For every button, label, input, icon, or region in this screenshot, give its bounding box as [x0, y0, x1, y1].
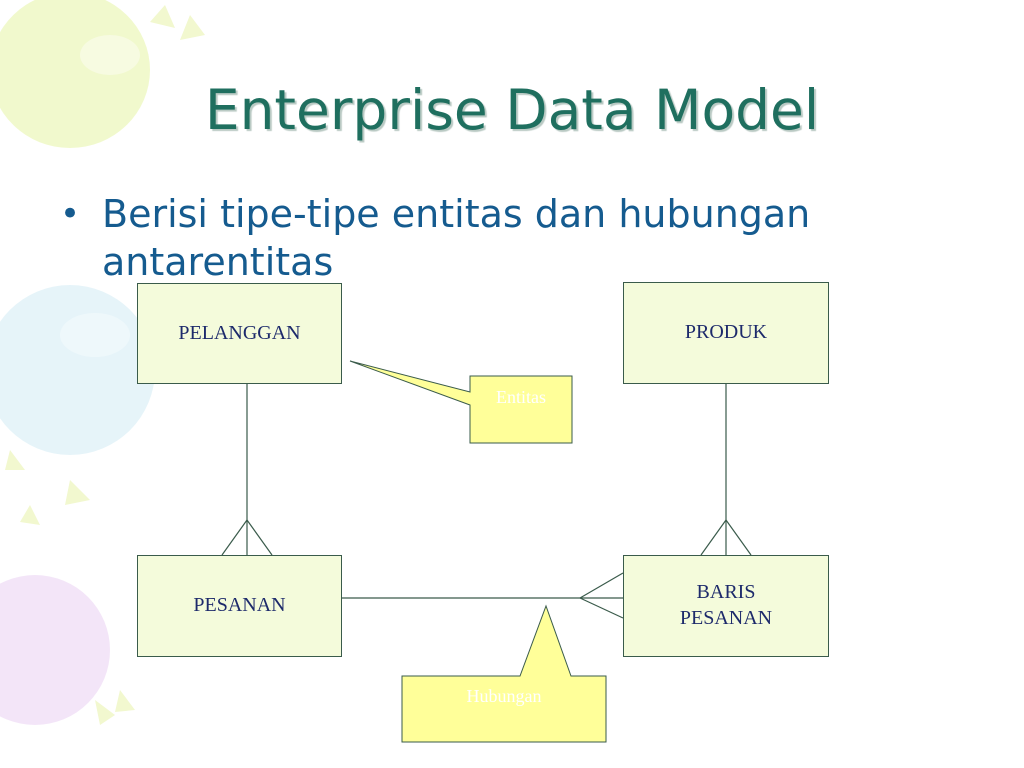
entity-pelanggan-label: PELANGGAN	[178, 322, 301, 344]
callout-entitas-shape	[349, 360, 573, 444]
bullet-dot-icon: •	[60, 194, 81, 234]
slide-title: Enterprise Data Model	[204, 78, 820, 142]
entity-pesanan-label: PESANAN	[193, 594, 286, 616]
entity-baris-pesanan-label-line2: PESANAN	[679, 607, 773, 629]
callout-hubungan-shape	[401, 604, 607, 743]
entity-baris-pesanan: BARIS PESANAN	[623, 555, 829, 657]
entity-baris-pesanan-label-line1: BARIS	[696, 581, 756, 603]
crows-foot-baris-top-icon	[700, 519, 752, 556]
balloon-purple-icon	[0, 575, 110, 725]
entity-pelanggan: PELANGGAN	[137, 283, 342, 384]
crows-foot-baris-left-icon	[579, 572, 624, 619]
entity-pesanan: PESANAN	[137, 555, 342, 657]
callout-hubungan-label: Hubungan	[466, 686, 542, 706]
bullet-text: Berisi tipe-tipe entitas dan hubungan an…	[102, 192, 811, 284]
entity-produk-label: PRODUK	[684, 321, 768, 343]
entity-produk: PRODUK	[623, 282, 829, 384]
crows-foot-pesanan-icon	[221, 519, 273, 556]
callout-entitas-label: Entitas	[496, 387, 546, 407]
